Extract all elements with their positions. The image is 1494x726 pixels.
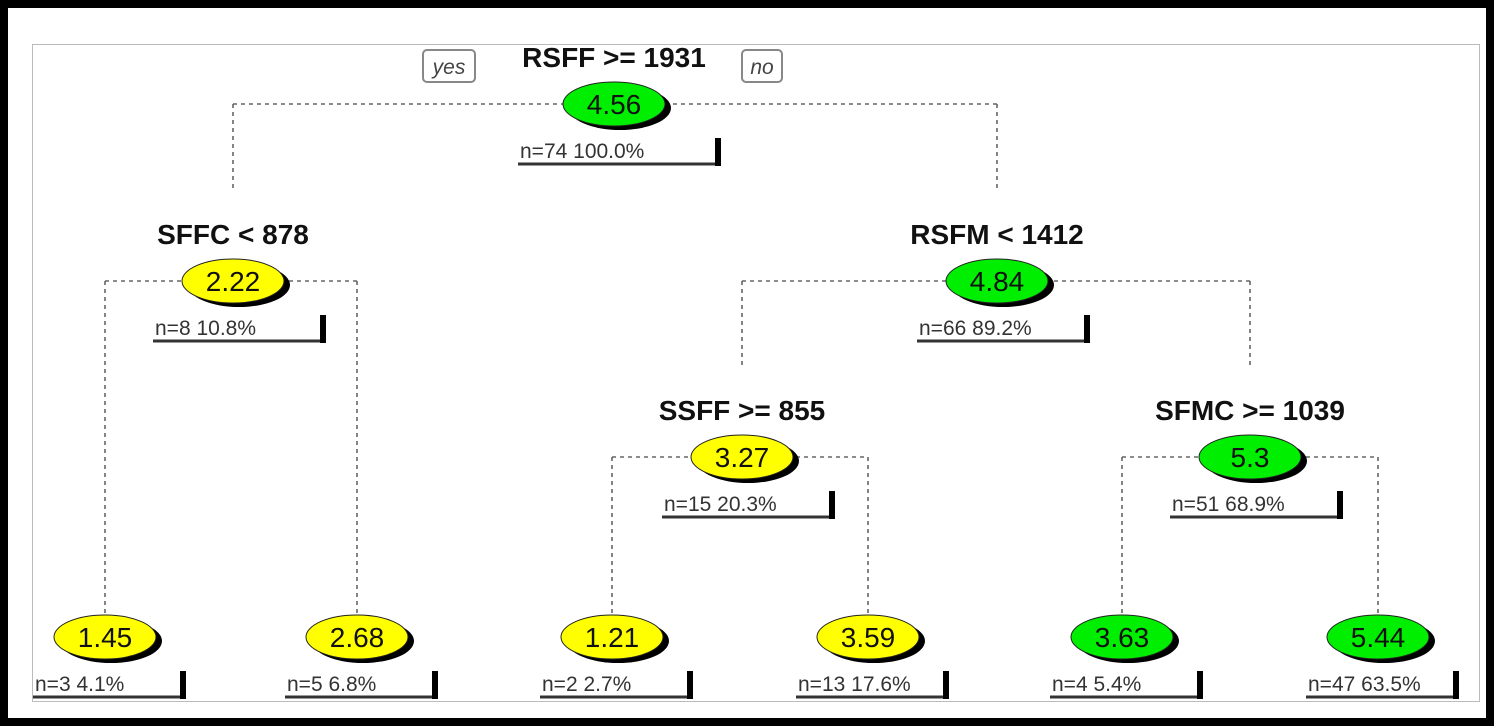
node-ellipse	[1326, 614, 1430, 660]
info-bar	[1084, 315, 1090, 343]
info-bar	[1337, 491, 1343, 519]
node-value: 2.22	[206, 266, 261, 297]
info-bar	[1197, 671, 1203, 699]
info-bar	[1453, 671, 1459, 699]
node-info: n=74 100.0%	[520, 140, 644, 163]
diagram-frame	[8, 8, 1486, 718]
node-value: 4.56	[587, 89, 642, 120]
split-label: RSFM < 1412	[910, 219, 1084, 250]
branch-no-label: no	[750, 56, 774, 79]
node-value: 3.59	[841, 622, 896, 653]
branch-yes-label: yes	[431, 56, 466, 79]
node-ellipse	[816, 614, 920, 660]
node-info: n=5 6.8%	[287, 673, 376, 696]
node-info: n=15 20.3%	[664, 493, 777, 516]
node-value: 5.3	[1231, 442, 1270, 473]
split-label: SSFF >= 855	[659, 395, 826, 426]
node-info: n=51 68.9%	[1172, 493, 1285, 516]
node-ellipse	[1070, 614, 1174, 660]
node-info: n=4 5.4%	[1052, 673, 1141, 696]
node-ellipse	[945, 258, 1049, 304]
node-value: 1.45	[78, 622, 133, 653]
branch-yes-box	[422, 49, 476, 83]
node-info: n=13 17.6%	[798, 673, 911, 696]
node-value: 4.84	[970, 266, 1025, 297]
node-ellipse	[53, 614, 157, 660]
info-bar	[432, 671, 438, 699]
node-value: 1.21	[585, 622, 640, 653]
split-label: SFMC >= 1039	[1155, 395, 1345, 426]
info-bar	[320, 315, 326, 343]
node-info: n=66 89.2%	[919, 317, 1032, 340]
info-bar	[943, 671, 949, 699]
split-label: RSFF >= 1931	[522, 42, 706, 73]
node-info: n=2 2.7%	[542, 673, 631, 696]
tree-panel	[32, 44, 1480, 702]
info-bar	[715, 138, 721, 166]
node-ellipse	[181, 258, 285, 304]
node-ellipse	[1198, 434, 1302, 480]
node-value: 2.68	[330, 622, 385, 653]
node-info: n=8 10.8%	[155, 317, 256, 340]
node-ellipse	[560, 614, 664, 660]
node-info: n=47 63.5%	[1308, 673, 1421, 696]
node-value: 3.27	[715, 442, 770, 473]
split-label: SFFC < 878	[157, 219, 309, 250]
node-ellipse	[305, 614, 409, 660]
node-value: 5.44	[1351, 622, 1406, 653]
info-bar	[687, 671, 693, 699]
branch-no-box	[741, 49, 783, 83]
info-bar	[829, 491, 835, 519]
node-ellipse	[562, 81, 666, 127]
node-value: 3.63	[1095, 622, 1150, 653]
info-bar	[180, 671, 186, 699]
node-info: n=3 4.1%	[35, 673, 124, 696]
node-ellipse	[690, 434, 794, 480]
